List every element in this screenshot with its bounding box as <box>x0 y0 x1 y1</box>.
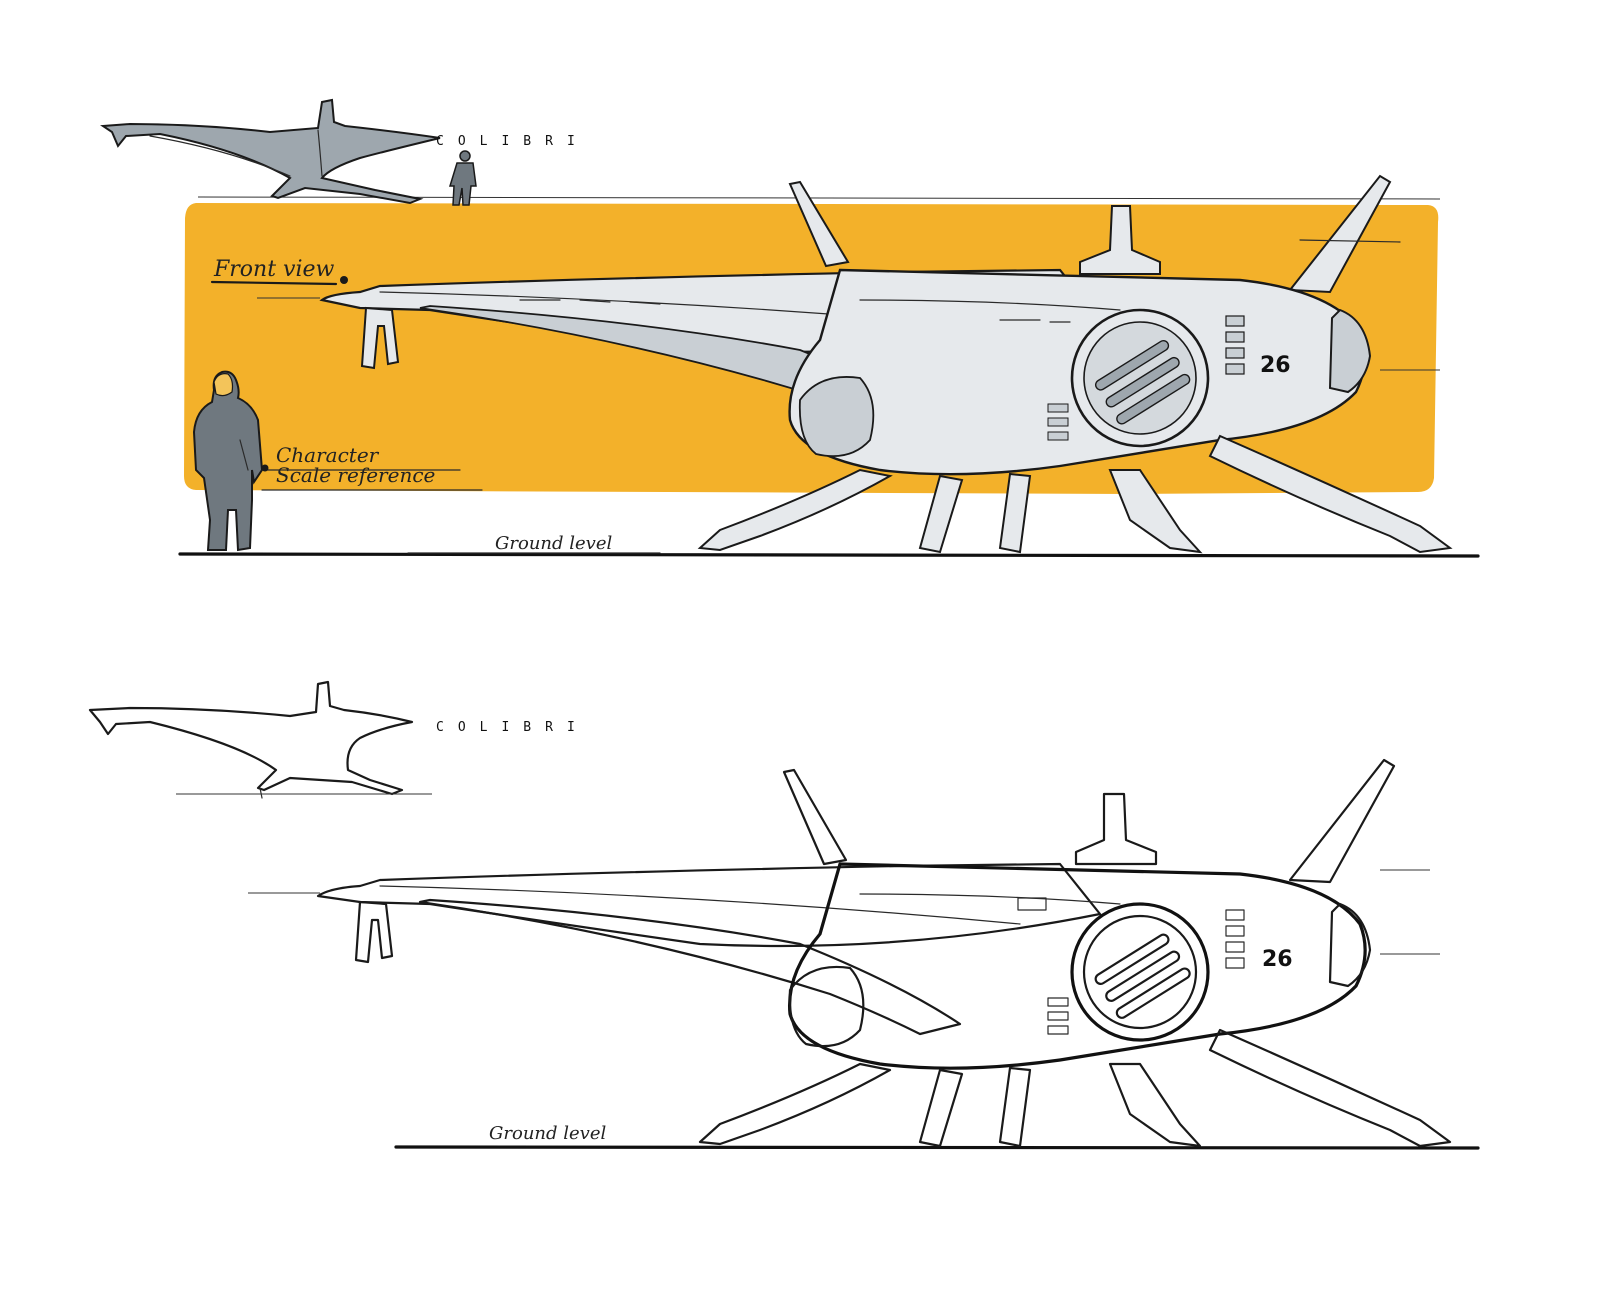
ground-level-label-top: Ground level <box>495 533 612 554</box>
ship-colored: 26 <box>319 174 1453 554</box>
mid-leg-rear-outline <box>998 1066 1032 1148</box>
ground-line-colored <box>178 552 1480 558</box>
small-human-figure <box>448 150 477 206</box>
front-view-label: Front view <box>213 257 335 282</box>
front-leg-outline <box>698 1062 892 1146</box>
nose-boom-outline <box>316 862 1102 948</box>
mid-leg-rear <box>998 472 1032 554</box>
scale-reference-character <box>192 370 264 552</box>
ground-level-label-bottom: Ground level <box>489 1123 606 1144</box>
engine-pod-circle <box>1070 308 1210 448</box>
belly-pod <box>798 376 875 458</box>
rear-leg-long-outline <box>1208 1028 1452 1148</box>
brand-title-bottom: COLIBRI <box>436 720 589 735</box>
mid-fin-outline <box>782 768 848 866</box>
lineart-sheet: COLIBRI Ground level <box>88 680 1480 1150</box>
rear-nozzle <box>1328 308 1372 394</box>
rear-leg-short <box>1108 469 1203 554</box>
character-label-line2: Scale reference <box>276 463 435 487</box>
front-view-underline <box>210 280 338 286</box>
ground-line-lineart <box>394 1145 1480 1150</box>
front-view-dot <box>340 276 348 284</box>
belly-pod-outline <box>788 965 865 1048</box>
front-leg <box>697 468 893 552</box>
rear-leg-long <box>1208 434 1453 554</box>
mast-outline <box>1074 792 1158 866</box>
hull-number-colored: 26 <box>1260 353 1291 378</box>
nose-probe <box>360 306 400 370</box>
side-vents-lineart <box>1017 897 1245 1035</box>
front-view-silhouette <box>100 98 441 205</box>
character-label-line1: Character <box>276 443 380 467</box>
front-view-outline <box>88 680 432 799</box>
colored-sheet: COLIBRI Front view Character Scale refer… <box>100 98 1480 558</box>
mid-leg-front <box>918 474 964 554</box>
rear-nozzle-outline <box>1328 902 1372 988</box>
side-vents <box>1047 315 1245 441</box>
rear-fin-top-outline <box>1288 758 1396 884</box>
hull-number-lineart: 26 <box>1262 947 1293 972</box>
brand-title-top: COLIBRI <box>436 134 589 149</box>
dorsal-mast <box>1079 205 1161 275</box>
engine-pod-circle-outline <box>1070 902 1210 1042</box>
rear-fin-top <box>1288 174 1392 294</box>
rear-leg-short-outline <box>1108 1062 1202 1148</box>
belly-sweep-outline <box>418 898 962 1036</box>
ship-lineart: 26 <box>316 758 1452 1148</box>
mid-fin-top <box>788 180 850 268</box>
nose-probe-outline <box>354 900 394 964</box>
mid-leg-front-outline <box>918 1068 964 1148</box>
character-label-dot <box>261 464 269 472</box>
